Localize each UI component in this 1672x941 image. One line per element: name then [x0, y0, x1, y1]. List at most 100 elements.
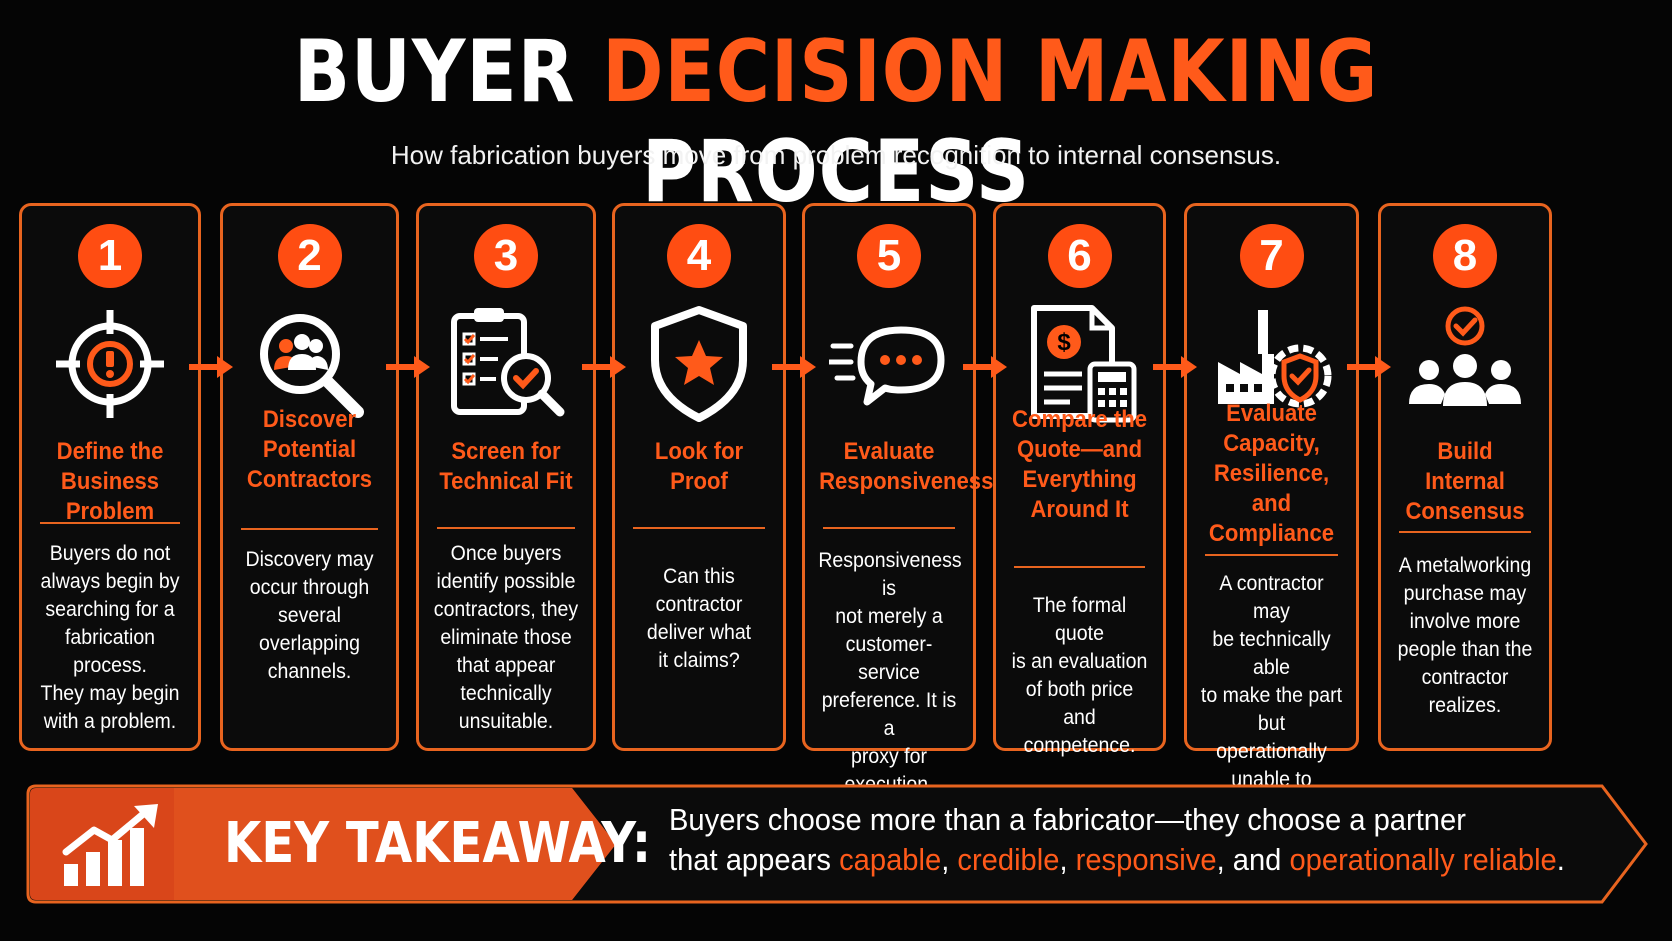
arrow-right-icon — [962, 356, 1007, 378]
takeaway-frame — [26, 784, 1648, 904]
step-title-line: Evaluate — [1226, 400, 1317, 427]
step-description-line: Responsiveness is — [818, 549, 962, 600]
step-description-line: is an evaluation — [1011, 650, 1148, 673]
step-number-badge: 8 — [1433, 224, 1497, 288]
takeaway-text: Buyers choose more than a fabricator—the… — [669, 800, 1565, 880]
takeaway-line-2: that appears capable, credible, responsi… — [669, 840, 1565, 880]
step-title-line: Business Problem — [60, 468, 160, 525]
step-description-line: Buyers do not — [49, 542, 171, 565]
arrow-right-icon — [385, 356, 430, 378]
step-title-line: Potential — [262, 436, 357, 463]
factory-shield-icon — [1212, 304, 1332, 424]
step-description-line: Discovery may — [245, 548, 374, 571]
highlight-responsive: responsive — [1075, 842, 1217, 877]
step-description: Buyers do not always begin by searching fo… — [36, 540, 185, 736]
step-description-line: with a problem. — [43, 710, 177, 733]
step-title-line: Consensus — [1405, 498, 1525, 525]
step-number-badge: 4 — [667, 224, 731, 288]
group-check-icon — [1405, 304, 1525, 424]
step-title-line: Capacity, — [1223, 430, 1320, 457]
invoice-calculator-icon: $ — [1020, 304, 1140, 424]
step-description-line: A metalworking — [1398, 554, 1532, 577]
step-description-line: technically — [460, 682, 552, 705]
step-description-line: Once buyers — [450, 542, 562, 565]
step-description-line: of both price — [1025, 678, 1134, 701]
step-description-line: and competence. — [1023, 706, 1136, 757]
step-description-line: contractor — [655, 593, 743, 616]
step-description-line: purchase may — [1403, 582, 1527, 605]
page-subtitle: How fabrication buyers move from problem… — [390, 140, 1282, 170]
key-takeaway-banner: KEY TAKEAWAY: Buyers choose more than a … — [24, 780, 1654, 908]
step-number-badge: 6 — [1047, 224, 1112, 288]
takeaway-prefix: that appears — [669, 842, 840, 877]
step-description-line: people than the — [1397, 638, 1533, 661]
step-description-line: several — [278, 604, 341, 627]
checklist-magnifier-icon — [446, 304, 566, 424]
step-description-line: They may begin — [40, 682, 180, 705]
step-title-line: Quote—and — [1016, 436, 1143, 463]
step-description-line: eliminate those — [440, 626, 572, 649]
takeaway-sep-2: , — [1059, 842, 1076, 877]
step-title-line: Contractors — [246, 466, 373, 493]
step-title-line: Technical Fit — [439, 468, 573, 495]
takeaway-line-1: Buyers choose more than a fabricator—the… — [669, 802, 1466, 837]
step-description-line: fabrication process. — [64, 626, 156, 677]
step-title-line: Compliance — [1208, 520, 1335, 547]
takeaway-sep-3: , and — [1216, 842, 1290, 877]
step-divider — [241, 528, 378, 530]
arrow-right-icon — [1346, 356, 1391, 378]
step-title-line: Everything — [1022, 466, 1137, 493]
page-title: BUYER DECISION MAKING PROCESS — [117, 22, 1555, 222]
step-description-line: identify possible — [436, 570, 576, 593]
magnifier-people-icon — [250, 304, 370, 424]
step-number-badge: 7 — [1239, 224, 1304, 288]
step-description-line: but operationally — [1216, 712, 1327, 763]
step-title-line: Around It — [1030, 496, 1129, 523]
step-description-line: be technically able — [1212, 628, 1331, 679]
step-description-line: Can this — [663, 565, 735, 588]
step-number-badge: 3 — [474, 224, 538, 288]
step-title-line: Evaluate — [843, 438, 935, 465]
arrow-right-icon — [1153, 356, 1197, 378]
step-divider — [437, 527, 575, 529]
step-description-line: searching for a — [45, 598, 175, 621]
step-title-line: Resilience, and — [1213, 460, 1330, 517]
svg-text:$: $ — [1057, 329, 1071, 356]
step-divider — [40, 522, 180, 524]
step-description: A metalworking purchase may involve more pe… — [1394, 552, 1535, 720]
step-description-line: occur through — [249, 576, 370, 599]
step-number-badge: 2 — [277, 224, 342, 288]
takeaway-label: KEY TAKEAWAY: — [224, 811, 652, 876]
step-number-badge: 1 — [78, 224, 142, 288]
highlight-credible: credible — [957, 842, 1060, 877]
speech-bubble-icon — [826, 304, 949, 424]
step-description-line: realizes. — [1428, 694, 1502, 717]
step-title-line: Proof — [670, 468, 728, 495]
step-description-line: A contractor may — [1219, 572, 1324, 623]
step-description-line: customer-service — [845, 633, 933, 684]
step-description-line: to make the part — [1200, 684, 1343, 707]
step-divider — [1399, 531, 1531, 533]
step-description-line: involve more — [1409, 610, 1521, 633]
step-title-line: Compare the — [1012, 406, 1147, 433]
step-description-line: always begin by — [40, 570, 180, 593]
step-description-line: The formal quote — [1032, 594, 1127, 645]
step-description-line: preference. It is a — [821, 689, 957, 740]
step-description: The formal quote is an evaluation of both … — [1009, 592, 1149, 760]
